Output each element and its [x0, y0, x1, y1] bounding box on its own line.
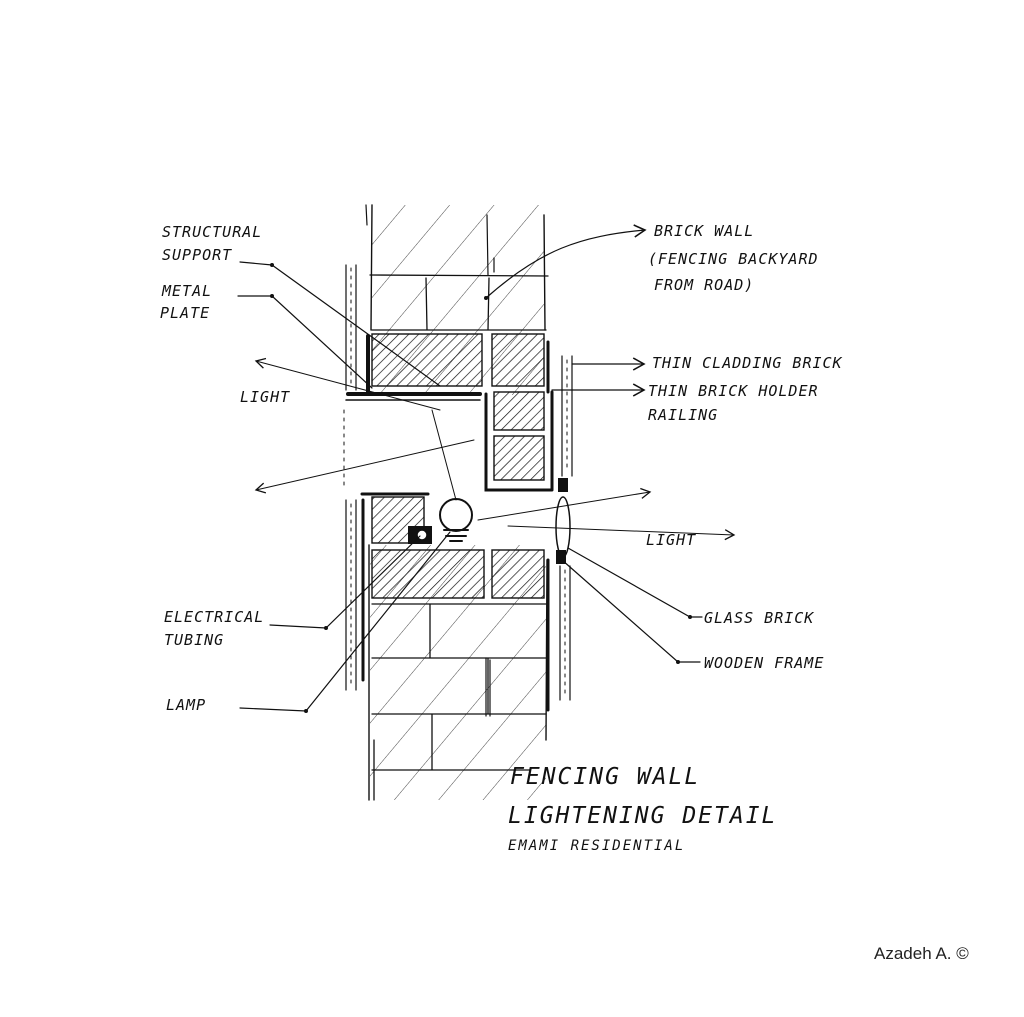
label-wooden-frame: WOODEN FRAME [704, 654, 824, 672]
label-metal-line1: METAL [161, 282, 212, 300]
label-brick-wall-line3: FROM ROAD) [654, 276, 754, 294]
brick-row-top-right [491, 333, 545, 387]
label-railing-line2: RAILING [648, 406, 718, 424]
leader-lines [237, 224, 703, 713]
label-brick-wall-line2: (FENCING BACKYARD [648, 250, 819, 268]
metal-plate-line [346, 334, 482, 396]
title-line1: FENCING WALL [510, 764, 700, 790]
label-structural-line1: STRUCTURAL [162, 223, 262, 241]
light-rays [254, 357, 736, 541]
brick-row-top-left [371, 333, 483, 387]
niche-brick-2 [493, 435, 545, 481]
label-railing-line1: THIN BRICK HOLDER [648, 382, 819, 400]
lower-brick-row-left [371, 549, 485, 599]
label-metal-line2: PLATE [160, 304, 210, 322]
label-brick-wall-line1: BRICK WALL [654, 222, 754, 240]
niche-brick-1 [493, 391, 545, 431]
label-thin-cladding: THIN CLADDING BRICK [652, 354, 843, 372]
author-credit: Azadeh A. © [874, 944, 969, 963]
label-light-left: LIGHT [240, 388, 290, 406]
label-lamp: LAMP [166, 696, 206, 714]
title-line2: LIGHTENING DETAIL [508, 803, 777, 829]
label-electrical-line1: ELECTRICAL [164, 608, 264, 626]
lower-brick-row-right [491, 549, 545, 599]
glass-brick-ellipse [555, 496, 571, 558]
lamp-bulb [439, 498, 473, 532]
title-line3: EMAMI RESIDENTIAL [508, 838, 685, 854]
label-light-right: LIGHT [646, 531, 696, 549]
brick-wall-section [343, 204, 573, 801]
label-structural-line2: SUPPORT [162, 246, 232, 264]
label-glass-brick: GLASS BRICK [704, 609, 814, 627]
wooden-frame-block-bottom [556, 550, 566, 564]
label-electrical-line2: TUBING [164, 631, 224, 649]
wooden-frame-block-top [558, 478, 568, 492]
